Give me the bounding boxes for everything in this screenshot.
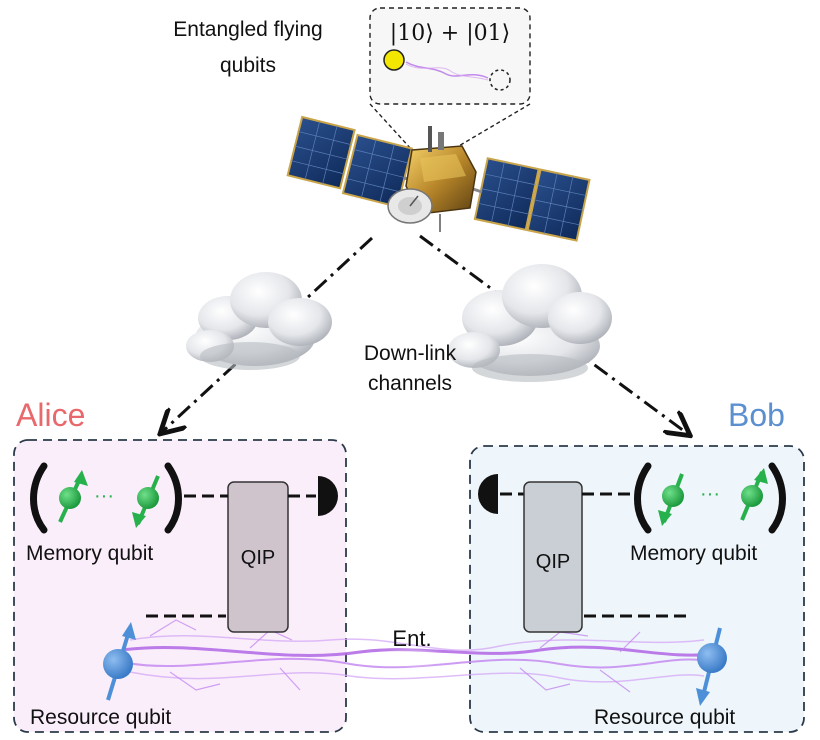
cloud-icon-left <box>186 272 332 370</box>
detector-icon <box>478 474 498 514</box>
cavity-mirror-icon <box>164 462 182 534</box>
bob-title: Bob <box>728 397 785 433</box>
downlink-label-line2: channels <box>368 372 452 395</box>
cavity-mirror-icon <box>634 462 652 534</box>
resource-spin-right <box>696 627 727 706</box>
cavity-mirror-icon <box>768 462 786 534</box>
flying-photon-absent-icon <box>489 69 511 91</box>
alice-title: Alice <box>16 397 85 433</box>
flying-qubits-label-line1: Entangled flying <box>173 18 322 41</box>
flying-qubit-inset: |10⟩ + |01⟩ <box>369 7 531 105</box>
downlink-label-line1: Down-link <box>364 342 457 365</box>
memory-spin-up <box>740 468 768 521</box>
satellite-icon <box>286 115 591 242</box>
flying-qubits-label-line2: qubits <box>220 54 276 77</box>
resource-qubit-label-right: Resource qubit <box>594 706 735 729</box>
entangled-state-formula: |10⟩ + |01⟩ <box>390 21 510 46</box>
qip-label-right: QIP <box>536 551 570 573</box>
qip-box-right <box>523 481 583 633</box>
cavity-mirror-icon <box>30 462 48 534</box>
cloud-icon-right <box>448 264 612 382</box>
memory-ellipsis: ··· <box>94 485 114 507</box>
qip-box-left <box>227 481 289 633</box>
resource-spin-left <box>103 622 136 701</box>
memory-qubit-label-right: Memory qubit <box>630 542 757 565</box>
qip-label-left: QIP <box>241 547 275 569</box>
detector-icon <box>318 476 338 516</box>
memory-qubit-label-left: Memory qubit <box>26 542 153 565</box>
resource-qubit-label-left: Resource qubit <box>30 706 171 729</box>
memory-spin-down <box>658 473 684 526</box>
flying-photon-present-icon <box>383 49 405 71</box>
memory-ellipsis: ··· <box>700 483 720 505</box>
photon-entanglement-link <box>405 61 489 79</box>
entanglement-link <box>121 619 713 693</box>
memory-spin-down <box>132 475 160 528</box>
entanglement-label: Ent. <box>392 626 431 651</box>
memory-spin-up <box>58 470 88 523</box>
